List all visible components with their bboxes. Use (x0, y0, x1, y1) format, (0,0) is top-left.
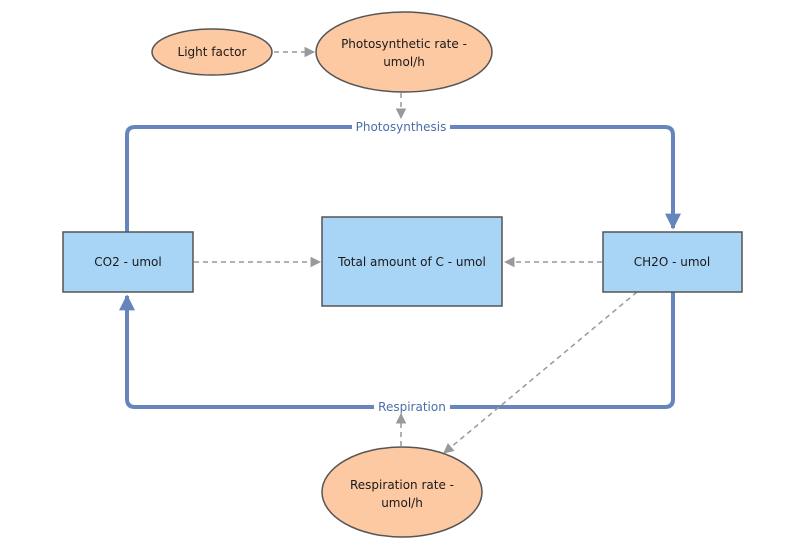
respiration-rate-label-line2: umol/h (381, 496, 423, 510)
light-factor-label: Light factor (178, 45, 247, 59)
light-factor-node[interactable]: Light factor (151, 28, 273, 76)
total-c-stock-label: Total amount of C - umol (337, 255, 486, 269)
photosynthetic-rate-label-line1: Photosynthetic rate - (341, 37, 467, 51)
co2-stock-label: CO2 - umol (94, 255, 161, 269)
ch2o-stock-label: CH2O - umol (634, 255, 710, 269)
respiration-flow-label: Respiration (378, 400, 446, 414)
respiration-flow-pipe (119, 292, 675, 409)
link-ch2o-to-respiration-rate (443, 291, 638, 454)
photosynthetic-rate-node[interactable]: Photosynthetic rate - umol/h (315, 11, 493, 93)
respiration-rate-node[interactable]: Respiration rate - umol/h (321, 446, 483, 538)
total-c-stock[interactable]: Total amount of C - umol (321, 216, 503, 307)
ch2o-stock[interactable]: CH2O - umol (602, 231, 743, 293)
co2-stock[interactable]: CO2 - umol (62, 231, 194, 293)
photosynthetic-rate-label-line2: umol/h (383, 55, 425, 69)
respiration-rate-label-line1: Respiration rate - (350, 478, 454, 492)
photosynthesis-flow-label: Photosynthesis (356, 120, 447, 134)
